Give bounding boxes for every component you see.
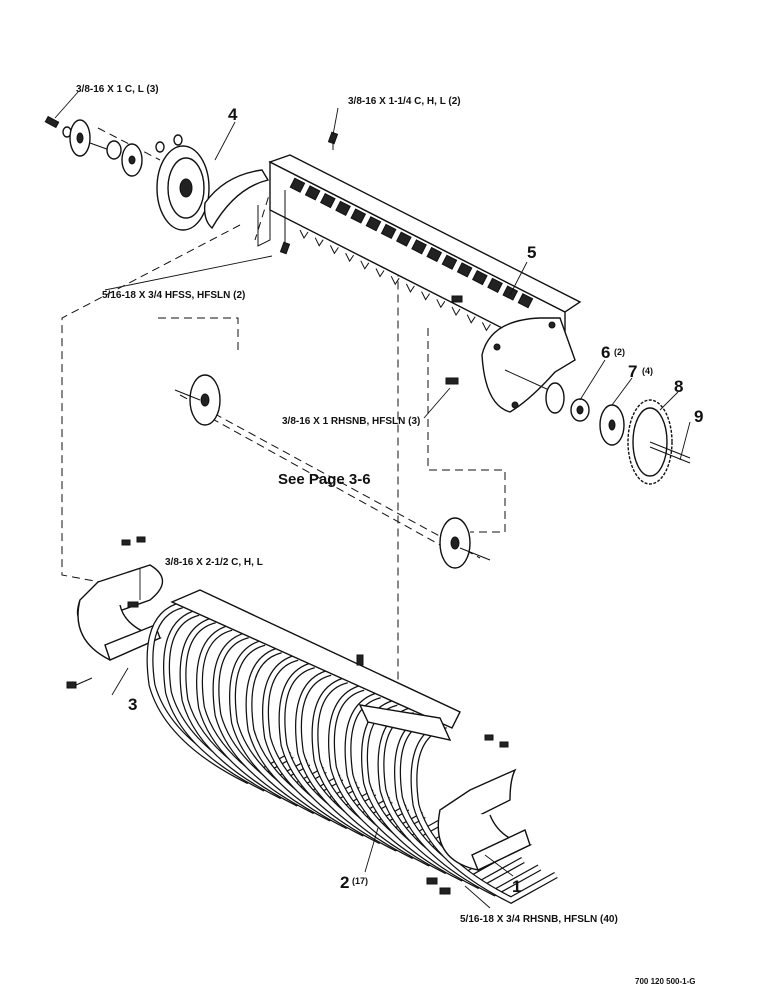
hardware-label-6: 5/16-18 X 3/4 RHSNB, HFSLN (40): [460, 914, 618, 925]
stripper-bar: [257, 131, 582, 413]
callout-3: 3: [128, 695, 137, 714]
stripper-tooth: [335, 200, 351, 216]
left-bearing-assembly: [44, 115, 270, 231]
left-end-shield: [66, 536, 164, 689]
callout-1: 1: [512, 877, 521, 896]
callout-7-qty: (4): [642, 366, 653, 376]
callout-6: 6: [601, 343, 610, 362]
stripper-notch: [314, 237, 324, 247]
stripper-tooth: [320, 193, 336, 209]
stripper-tooth: [441, 254, 458, 270]
hardware-label-3: 5/16-18 X 3/4 HFSS, HFSLN (2): [102, 290, 245, 301]
stripper-tooth: [517, 293, 534, 309]
callout-8: 8: [674, 377, 683, 396]
stripper-tooth: [396, 231, 412, 247]
stripper-tooth: [365, 216, 382, 232]
callout-6-qty: (2): [614, 347, 625, 357]
stripper-notch: [405, 283, 415, 293]
right-end-shield: [426, 734, 533, 895]
stripper-tooth: [456, 262, 473, 278]
hardware-label-2: 3/8-16 X 1-1/4 C, H, L (2): [348, 96, 461, 107]
stripper-notch: [375, 268, 385, 278]
stripper-notch: [329, 245, 339, 255]
stripper-notch: [345, 252, 355, 263]
callout-9: 9: [694, 407, 703, 426]
callout-5: 5: [527, 243, 536, 262]
stripper-tooth: [289, 177, 306, 193]
drawing-number: 700 120 500-1-G: [635, 977, 696, 986]
callout-4: 4: [228, 105, 238, 124]
hardware-label-1: 3/8-16 X 1 C, L (3): [76, 84, 159, 95]
stripper-notch: [466, 314, 476, 324]
callout-2-qty: (17): [352, 876, 368, 886]
stripper-notch: [481, 322, 491, 332]
callout-7: 7: [628, 362, 637, 381]
see-page-reference: See Page 3-6: [278, 471, 371, 488]
stripper-tooth: [350, 208, 367, 224]
stripper-notch: [421, 291, 431, 301]
stripper-tooth: [411, 239, 427, 255]
stripper-bands: [146, 589, 558, 904]
band-lower-plate: [358, 704, 452, 741]
stripper-notch: [299, 229, 309, 239]
stripper-notch: [436, 299, 446, 309]
band-bolt: [356, 654, 364, 666]
hardware-label-5: 3/8-16 X 2-1/2 C, H, L: [165, 557, 263, 568]
stripper-tooth: [426, 246, 443, 263]
stripper-notch: [451, 306, 461, 316]
right-drive-assembly: [504, 369, 691, 485]
callout-2: 2: [340, 873, 349, 892]
stripper-band-face: [411, 722, 558, 903]
stripper-tooth: [502, 285, 519, 301]
leader-lines: [54, 91, 691, 909]
hardware-label-4: 3/8-16 X 1 RHSNB, HFSLN (3): [282, 416, 420, 427]
stripper-tooth: [487, 277, 503, 293]
stripper-tooth: [472, 270, 488, 286]
stripper-notch: [390, 275, 400, 286]
stripper-tooth: [304, 185, 321, 201]
band-mounting-bar: [170, 589, 461, 729]
shaft-flanges: [174, 374, 491, 569]
stripper-tooth: [380, 223, 397, 240]
stripper-notch: [360, 260, 370, 270]
